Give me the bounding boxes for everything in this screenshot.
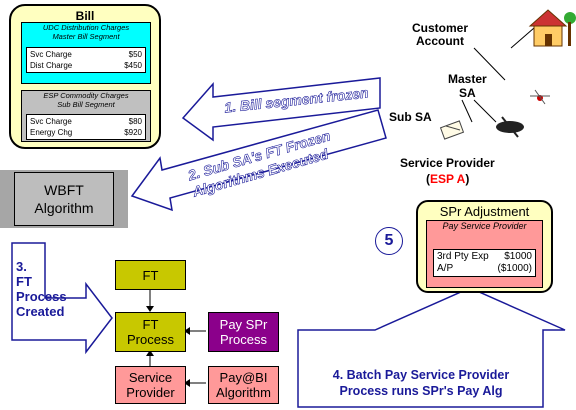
arrow4-label: 4. Batch Pay Service Provider Process ru… <box>332 368 510 398</box>
bill-title: Bill <box>75 9 95 23</box>
wbft-inner: WBFT Algorithm <box>14 172 114 226</box>
device-icon <box>496 116 524 138</box>
pay-bi-algorithm-box: Pay@BI Algorithm <box>208 366 279 404</box>
arrow3-label: 3. FT Process Created <box>16 259 67 319</box>
esp-line: Energy Chg$920 <box>30 128 142 137</box>
sparkle-icon <box>530 89 550 105</box>
service-provider-label: Service Provider <box>400 156 495 170</box>
arrow-bill-segment-frozen <box>181 77 381 142</box>
esp-a-text: ESP A <box>430 172 466 186</box>
sub-sa-label: Sub SA <box>389 110 432 124</box>
step-5-badge: 5 <box>375 227 403 255</box>
esp-segment: ESP Commodity Charges Sub Bill Segment S… <box>21 90 151 142</box>
esp-lines: Svc Charge$80 Energy Chg$920 <box>26 114 146 140</box>
arrow-sub-sa-ft-frozen <box>130 109 387 212</box>
spr-pay-header: Pay Service Provider <box>442 221 527 231</box>
bill-panel: Bill UDC Distribution Charges Master Bil… <box>9 4 161 149</box>
spr-pay-line: A/P($1000) <box>437 263 532 274</box>
udc-segment: UDC Distribution Charges Master Bill Seg… <box>21 22 151 84</box>
master-sa-label: Master SA <box>448 72 487 100</box>
ft-process-box: FT Process <box>115 312 186 352</box>
esp-segment-header: ESP Commodity Charges Sub Bill Segment <box>43 91 129 109</box>
spr-pay-box: Pay Service Provider 3rd Pty Exp$1000 A/… <box>426 220 543 288</box>
spr-pay-line: 3rd Pty Exp$1000 <box>437 251 532 262</box>
spr-pay-lines: 3rd Pty Exp$1000 A/P($1000) <box>433 249 536 277</box>
udc-segment-header: UDC Distribution Charges Master Bill Seg… <box>42 23 130 41</box>
house-icon <box>528 9 576 47</box>
esp-a-label: (ESP A) <box>426 172 470 186</box>
wbft-algorithm-box: WBFT Algorithm <box>0 170 128 228</box>
udc-lines: Svc Charge$50 Dist Charge$450 <box>26 47 146 73</box>
udc-line: Svc Charge$50 <box>30 50 142 59</box>
service-provider-box: Service Provider <box>115 366 186 404</box>
arrow-batch-pay <box>297 287 566 408</box>
udc-line: Dist Charge$450 <box>30 61 142 70</box>
pay-spr-process-box: Pay SPr Process <box>208 312 279 352</box>
spr-adjustment-panel: SPr Adjustment Pay Service Provider 3rd … <box>416 200 553 293</box>
customer-account-label: Customer Account <box>412 21 469 48</box>
ft-box: FT <box>115 260 186 290</box>
hand-icon <box>439 120 465 140</box>
arrow-ft-process-created <box>11 242 113 355</box>
esp-line: Svc Charge$80 <box>30 117 142 126</box>
spr-adjustment-title: SPr Adjustment <box>439 204 530 219</box>
